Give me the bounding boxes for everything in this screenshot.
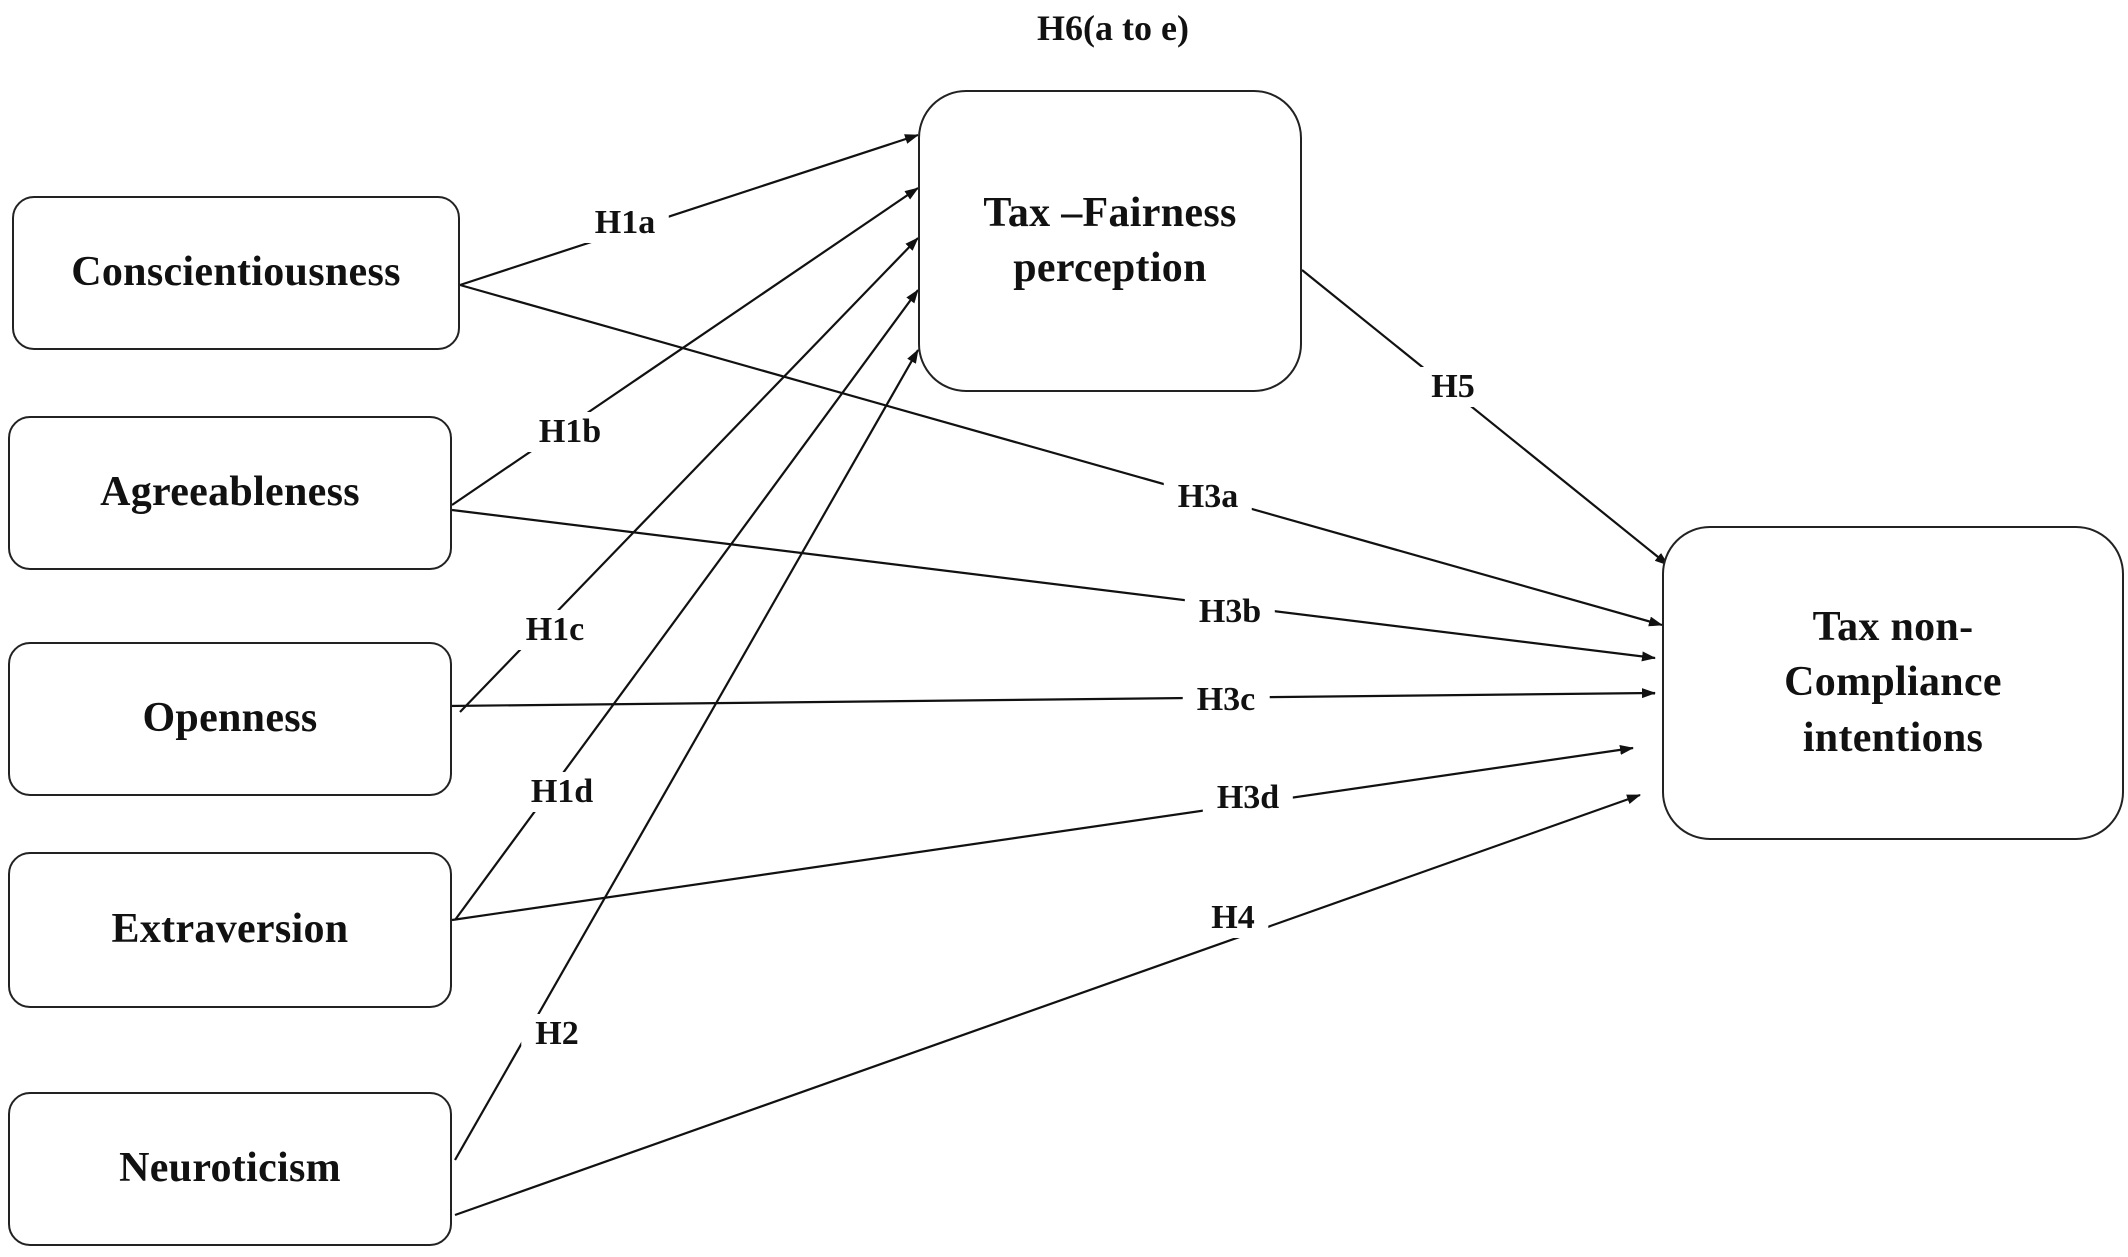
path-label-h1c: H1c — [511, 610, 599, 650]
path-label-h1d: H1d — [516, 772, 608, 812]
node-openness: Openness — [8, 642, 452, 796]
node-tax-fairness-perception: Tax –Fairness perception — [918, 90, 1302, 392]
arrow-extraversion-to-noncompliance — [451, 744, 1634, 922]
node-tax-noncompliance-intentions: Tax non- Compliance intentions — [1662, 526, 2124, 840]
arrow-fairness-to-noncompliance — [1301, 269, 1669, 566]
node-neuroticism: Neuroticism — [8, 1092, 452, 1246]
path-label-h3b: H3b — [1184, 592, 1276, 632]
path-label-h1a: H1a — [580, 203, 670, 243]
arrow-agreeableness-to-fairness — [451, 187, 919, 506]
path-label-h5: H5 — [1417, 367, 1489, 407]
path-label-h3d: H3d — [1202, 778, 1294, 818]
path-label-h2: H2 — [521, 1014, 593, 1054]
arrow-extraversion-to-fairness — [454, 289, 919, 921]
path-label-h1b: H1b — [524, 412, 616, 452]
path-label-h4: H4 — [1197, 898, 1269, 938]
path-label-h3c: H3c — [1182, 680, 1270, 720]
arrow-agreeableness-to-noncompliance — [451, 508, 1656, 662]
arrow-openness-to-noncompliance — [446, 688, 1656, 708]
arrow-neuroticism-to-noncompliance — [454, 793, 1641, 1217]
node-conscientiousness: Conscientiousness — [12, 196, 460, 350]
node-extraversion: Extraversion — [8, 852, 452, 1008]
arrow-conscientiousness-to-fairness — [459, 133, 919, 287]
path-label-h3a: H3a — [1163, 477, 1253, 517]
node-agreeableness: Agreeableness — [8, 416, 452, 570]
diagram-title: H6(a to e) — [1037, 8, 1189, 48]
arrow-conscientiousness-to-noncompliance — [459, 283, 1663, 627]
